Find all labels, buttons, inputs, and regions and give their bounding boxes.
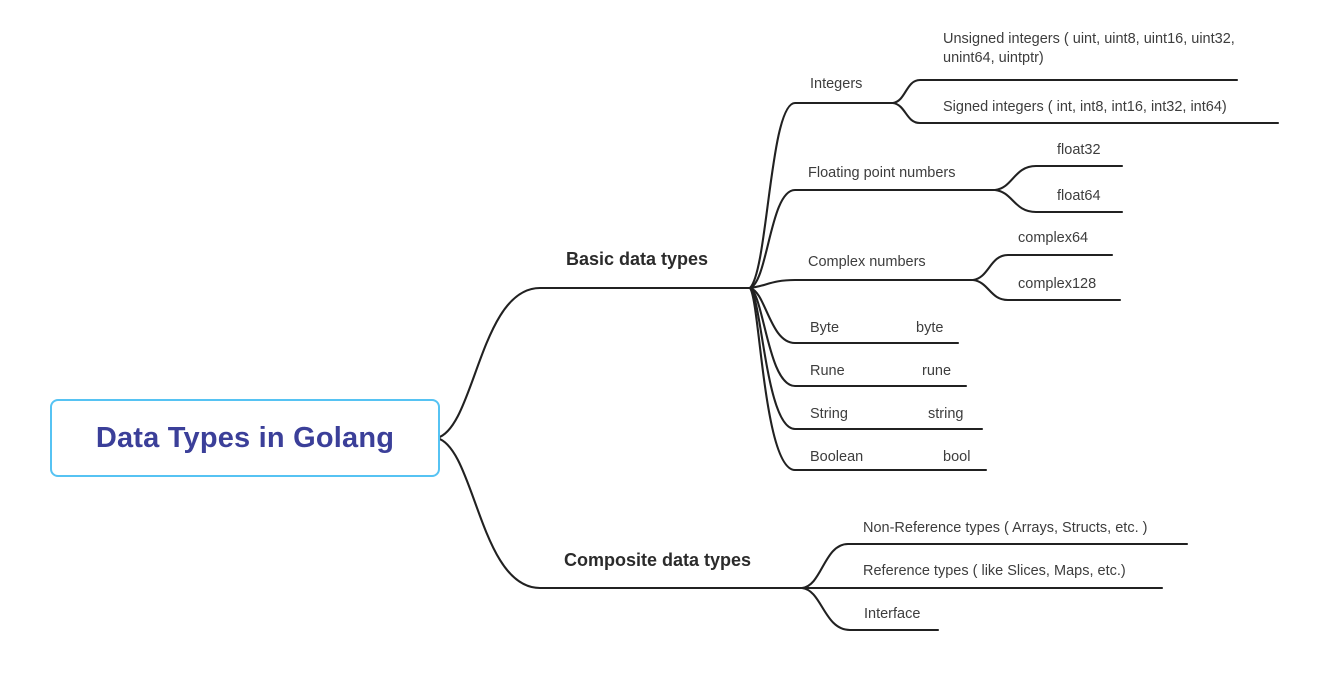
- node-composite-data-types[interactable]: Composite data types: [564, 550, 752, 570]
- node-complex128[interactable]: complex128: [1018, 276, 1097, 292]
- node-string[interactable]: String: [810, 406, 848, 422]
- connector-basic-to-complex: [748, 278, 975, 290]
- connector-floating-to-float64: [993, 188, 1124, 214]
- node-float32[interactable]: float32: [1057, 142, 1101, 158]
- connector-composite-to-nonreference: [800, 542, 1189, 590]
- connector-root-to-basic: [435, 286, 752, 440]
- node-float64[interactable]: float64: [1057, 188, 1101, 204]
- connector-basic-to-floating: [748, 188, 997, 290]
- node-byte-value[interactable]: byte: [916, 320, 944, 336]
- connector-integers-to-unsigned: [891, 78, 1239, 105]
- connector-basic-to-string: [748, 286, 984, 431]
- node-reference-types[interactable]: Reference types ( like Slices, Maps, etc…: [863, 563, 1126, 579]
- connector-basic-to-integers: [748, 101, 895, 290]
- node-complex64[interactable]: complex64: [1018, 230, 1089, 246]
- connector-root-to-composite: [435, 436, 804, 590]
- node-rune[interactable]: Rune: [810, 363, 845, 379]
- connector-basic-to-byte: [748, 286, 960, 345]
- node-complex-numbers[interactable]: Complex numbers: [808, 254, 926, 270]
- node-basic-data-types[interactable]: Basic data types: [566, 249, 709, 269]
- node-floating-point-numbers[interactable]: Floating point numbers: [808, 165, 956, 181]
- node-boolean-value[interactable]: bool: [943, 449, 971, 465]
- node-unsigned-integers[interactable]: Unsigned integers ( uint, uint8, uint16,…: [943, 31, 1235, 66]
- node-interface[interactable]: Interface: [864, 606, 921, 622]
- connector-integers-to-signed: [891, 101, 1280, 125]
- node-non-reference-types[interactable]: Non-Reference types ( Arrays, Structs, e…: [863, 520, 1148, 536]
- node-byte[interactable]: Byte: [810, 320, 840, 336]
- root-node-label: Data Types in Golang: [95, 421, 395, 454]
- node-signed-integers[interactable]: Signed integers ( int, int8, int16, int3…: [943, 99, 1227, 115]
- connector-complex-to-complex128: [971, 278, 1122, 302]
- root-node[interactable]: Data Types in Golang: [50, 399, 440, 477]
- node-rune-value[interactable]: rune: [922, 363, 952, 379]
- connector-basic-to-rune: [748, 286, 968, 388]
- connector-complex-to-complex64: [971, 253, 1114, 282]
- node-integers[interactable]: Integers: [810, 76, 863, 92]
- node-string-value[interactable]: string: [928, 406, 964, 422]
- connector-floating-to-float32: [993, 164, 1124, 192]
- connector-basic-to-boolean: [748, 286, 988, 472]
- connector-composite-to-interface: [800, 586, 940, 632]
- node-boolean[interactable]: Boolean: [810, 449, 864, 465]
